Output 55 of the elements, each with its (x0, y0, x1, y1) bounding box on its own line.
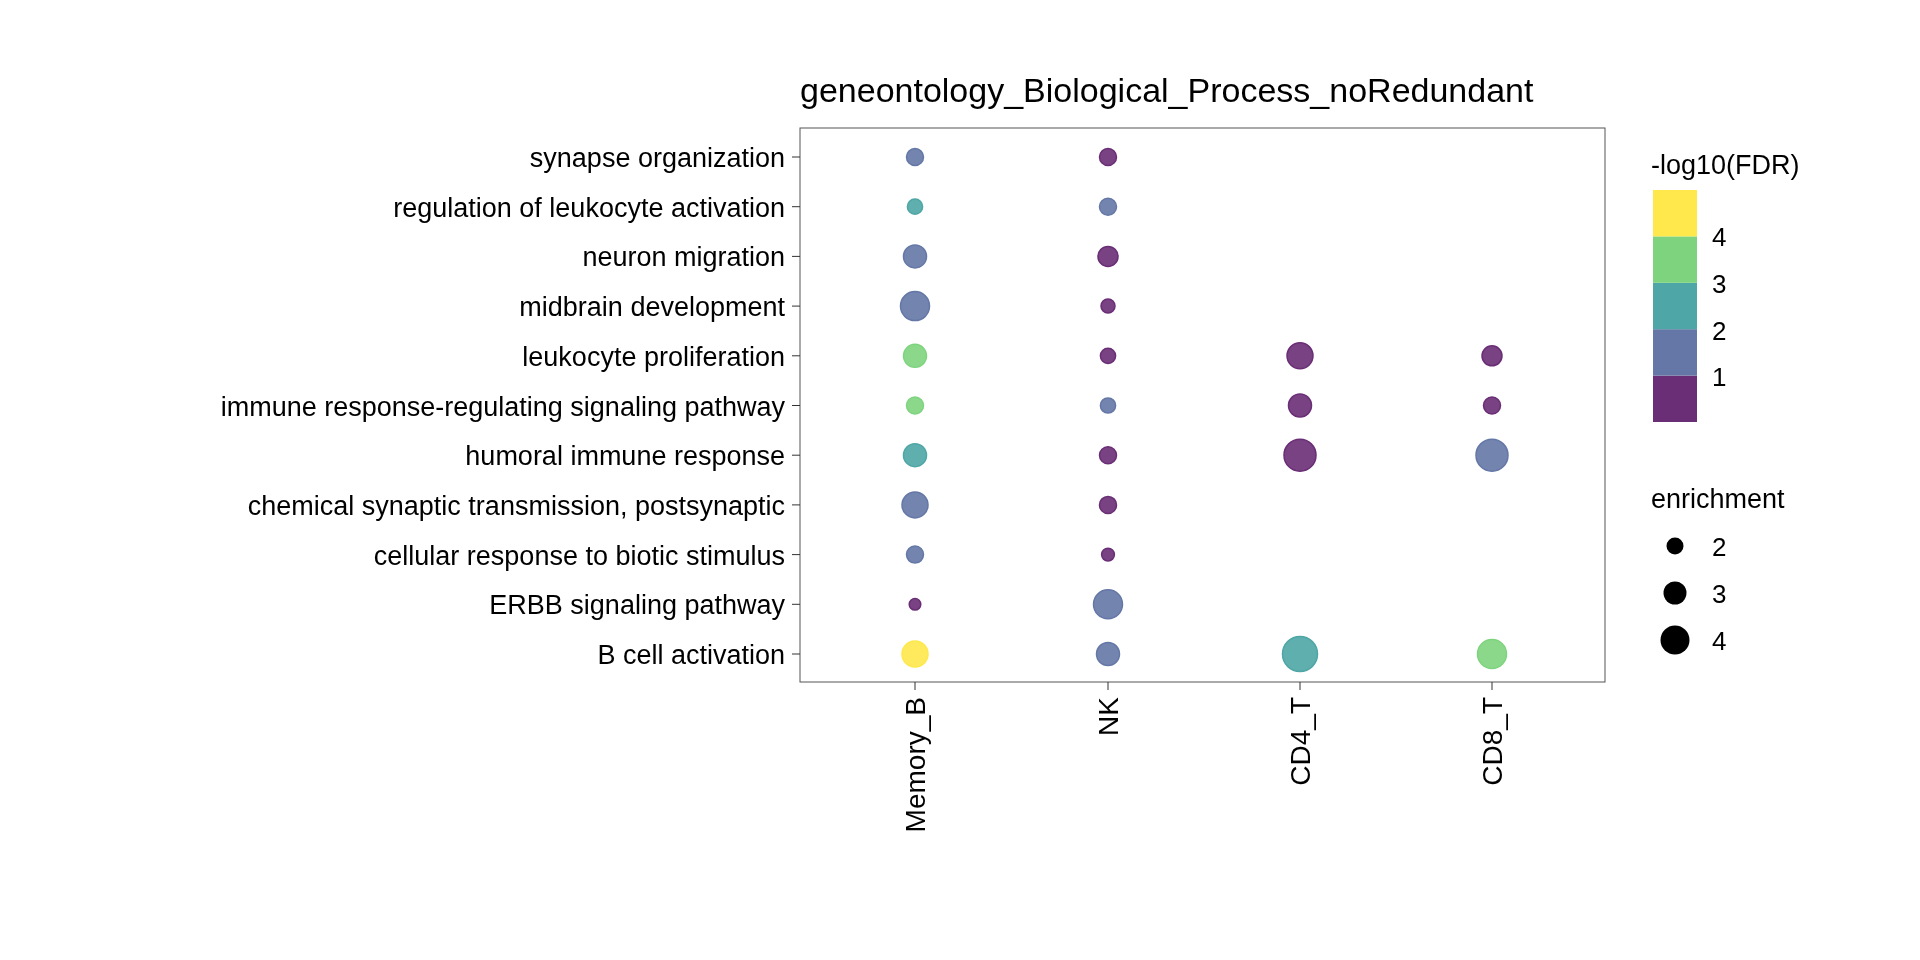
data-dot (1286, 342, 1314, 370)
legend-tick-label: 2 (1712, 532, 1727, 562)
data-dot (899, 290, 931, 322)
y-axis-label: neuron migration (582, 242, 785, 273)
legend-tick-label: 4 (1712, 626, 1727, 656)
legend-tick-label: 2 (1712, 316, 1727, 346)
data-dot (901, 640, 929, 668)
data-dot (1100, 298, 1116, 314)
data-dot (901, 491, 929, 519)
data-dot (902, 343, 928, 369)
data-dot (902, 442, 928, 468)
x-axis-label: NK (1093, 697, 1124, 736)
data-dot (1283, 438, 1317, 472)
legend-title: enrichment (1651, 484, 1785, 514)
data-dot (1098, 197, 1118, 216)
data-dot (1099, 347, 1117, 365)
y-axis-label: immune response-regulating signaling pathway (220, 391, 785, 422)
y-axis-label: ERBB signaling pathway (489, 590, 785, 621)
legend-tick-label: 1 (1712, 362, 1727, 392)
data-dot (1095, 641, 1121, 667)
data-dot (1475, 438, 1509, 472)
data-dot (906, 198, 924, 216)
y-axis-label: leukocyte proliferation (522, 341, 785, 372)
data-dot (1097, 245, 1119, 268)
x-axis-label: CD4_T (1285, 697, 1316, 786)
y-axis-label: B cell activation (597, 640, 785, 670)
x-axis-label: Memory_B (900, 697, 931, 833)
data-dot (905, 545, 925, 564)
x-axis-label: CD8_T (1477, 697, 1508, 786)
data-dot (1482, 396, 1502, 415)
data-dot (1098, 147, 1118, 167)
data-dot (1287, 393, 1313, 418)
data-dot (905, 147, 925, 167)
data-dot (1100, 547, 1116, 562)
data-dot (1476, 638, 1508, 670)
data-dot (902, 244, 928, 269)
legend-tick-label: 3 (1712, 579, 1727, 609)
y-axis-label: regulation of leukocyte activation (393, 192, 785, 223)
y-axis-label: cellular response to biotic stimulus (373, 540, 785, 571)
y-axis-label: synapse organization (529, 143, 785, 173)
data-dot (1481, 345, 1503, 367)
data-dot (908, 597, 922, 611)
y-axis-label: midbrain development (519, 292, 785, 323)
data-dot (1098, 495, 1118, 515)
chart-title: geneontology_Biological_Process_noRedundant (800, 71, 1534, 109)
data-dot (1099, 397, 1117, 414)
legend-tick-label: 4 (1712, 222, 1727, 252)
legend-title: -log10(FDR) (1651, 150, 1800, 180)
data-dot (1098, 445, 1118, 465)
y-axis-label: humoral immune response (465, 441, 785, 472)
data-dot (905, 396, 925, 415)
data-dot (1092, 589, 1124, 620)
legend-tick-label: 3 (1712, 269, 1727, 299)
y-axis-label: chemical synaptic transmission, postsynaptic (247, 490, 785, 521)
data-dot (1281, 635, 1319, 673)
